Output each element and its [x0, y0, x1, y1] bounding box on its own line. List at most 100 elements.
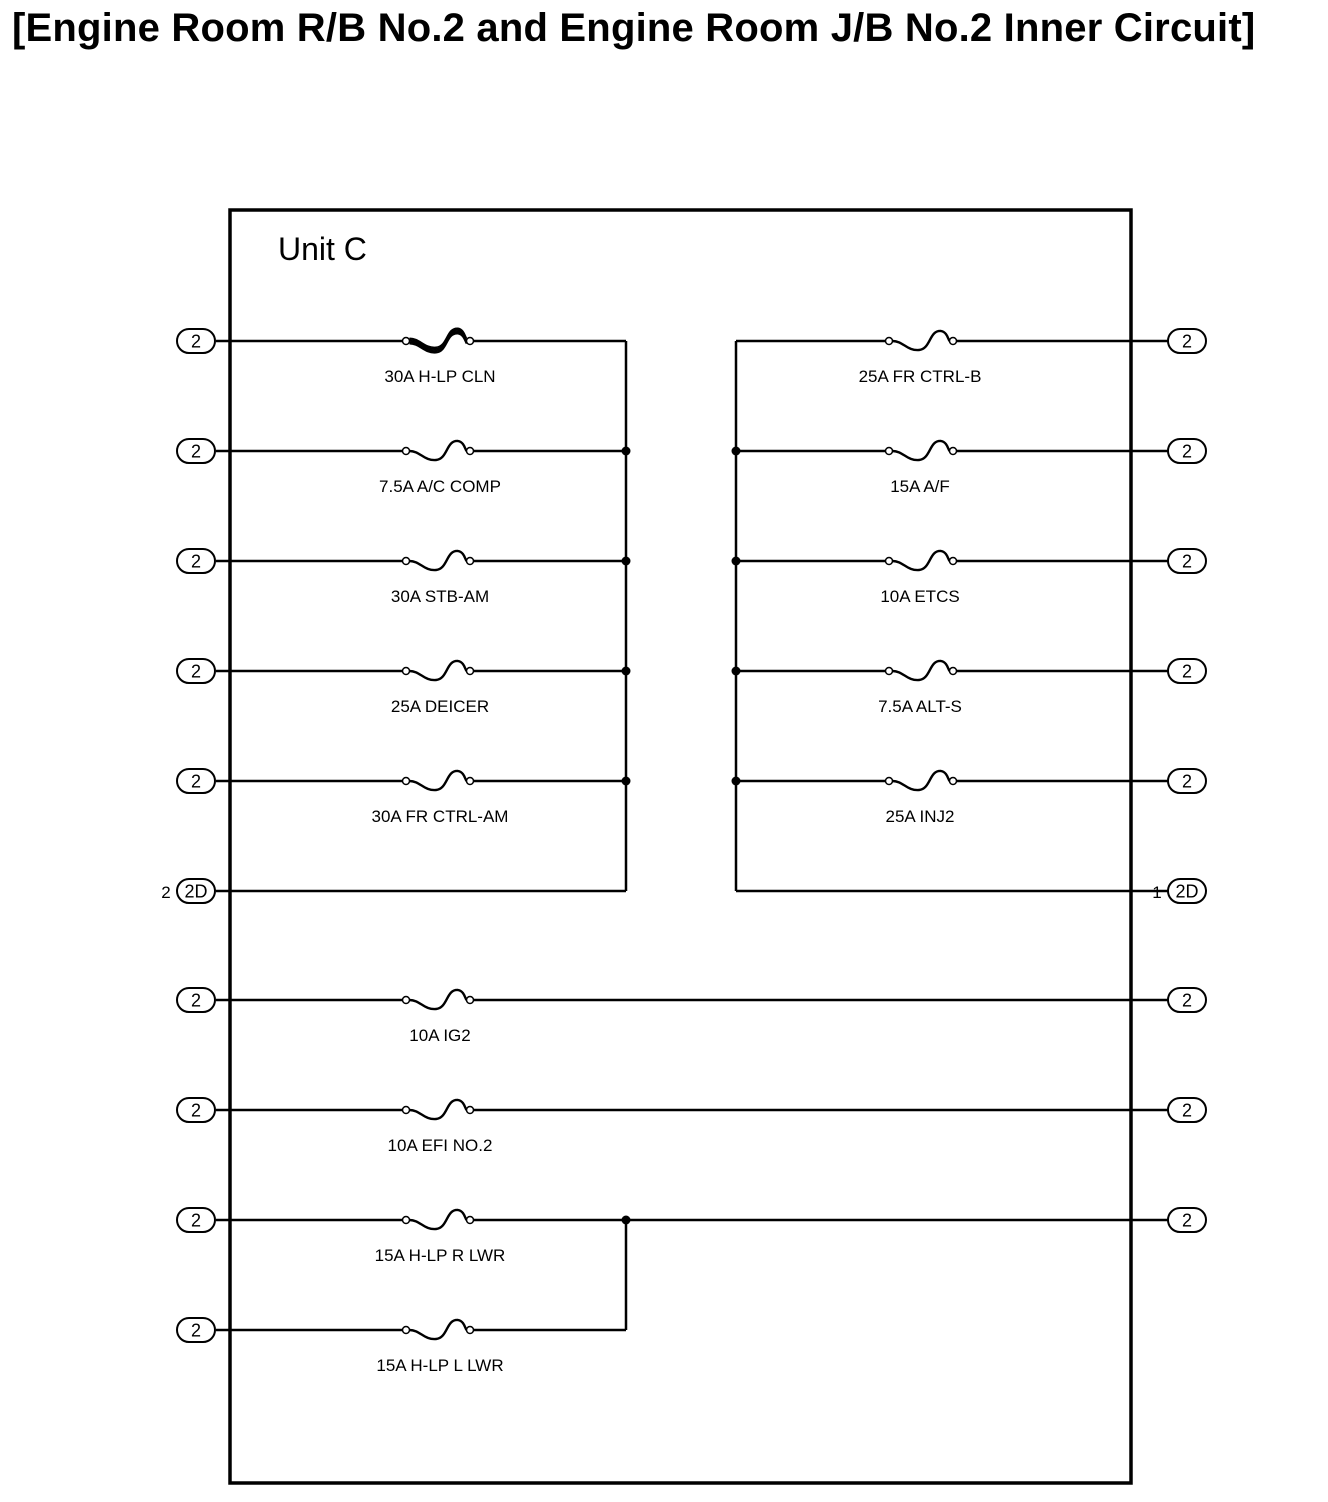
- fuse-element: [892, 769, 951, 792]
- connector-outline: [176, 1097, 216, 1123]
- junction-dot: [621, 666, 631, 676]
- fuse-terminal: [401, 666, 411, 676]
- fusible-link-strand: [409, 332, 468, 354]
- fuse-element: [892, 659, 951, 682]
- connector-label: 2: [1182, 991, 1192, 1011]
- junction-dot: [621, 776, 631, 786]
- fuse-symbol: [884, 439, 958, 462]
- fuse-element: [892, 329, 951, 352]
- connector-outline: [1167, 548, 1207, 574]
- fuse-terminal: [465, 776, 475, 786]
- fuse-element: [892, 439, 951, 462]
- connector-outline: [1167, 987, 1207, 1013]
- fuse-terminal: [401, 336, 411, 346]
- connector-outline: [1167, 1207, 1207, 1233]
- fuse-terminal: [884, 556, 894, 566]
- connector-outline: [1167, 878, 1207, 904]
- fuse-element: [409, 1098, 468, 1121]
- connector-right: 2: [1167, 658, 1207, 684]
- fuse-label-left: 30A H-LP CLN: [384, 367, 495, 386]
- fuse-terminal: [465, 666, 475, 676]
- fuse-terminal: [401, 776, 411, 786]
- connector-right: 2: [1167, 438, 1207, 464]
- connector-outline: [1167, 1097, 1207, 1123]
- connector-right: 2: [1167, 987, 1207, 1013]
- fuse-terminal: [465, 446, 475, 456]
- connector-pin-number: 1: [1152, 883, 1161, 902]
- fuse-terminal: [401, 446, 411, 456]
- fuse-terminal: [401, 556, 411, 566]
- fuse-terminal: [465, 336, 475, 346]
- connector-left: 2: [176, 1097, 216, 1123]
- connector-label: 2: [191, 1101, 201, 1121]
- fuse-terminal: [948, 446, 958, 456]
- connector-label: 2: [191, 1211, 201, 1231]
- fuse-element: [409, 549, 468, 572]
- connector-outline: [176, 548, 216, 574]
- connector-label: 2: [191, 662, 201, 682]
- fuse-symbol: [884, 659, 958, 682]
- fuse-label-bottom: 10A IG2: [409, 1026, 470, 1045]
- fuse-terminal: [465, 1105, 475, 1115]
- connector-label: 2: [191, 332, 201, 352]
- junction-dot: [621, 556, 631, 566]
- fuse-label-right: 25A FR CTRL-B: [859, 367, 982, 386]
- fuse-terminal: [948, 336, 958, 346]
- fuse-terminal: [465, 1215, 475, 1225]
- fuse-terminal: [465, 556, 475, 566]
- connector-label: 2: [1182, 552, 1192, 572]
- fuse-label-right: 15A A/F: [890, 477, 950, 496]
- fuse-terminal: [948, 666, 958, 676]
- connector-left: 2: [176, 987, 216, 1013]
- fuse-label-bottom: 10A EFI NO.2: [388, 1136, 493, 1155]
- junction-dot: [731, 776, 741, 786]
- connector-label: 2: [1182, 1101, 1192, 1121]
- fuse-terminal: [465, 1325, 475, 1335]
- junction-dot: [621, 446, 631, 456]
- junction-dot: [621, 1215, 631, 1225]
- junction-dot: [731, 556, 741, 566]
- fuse-terminal: [948, 776, 958, 786]
- connector-right: 2: [1167, 1097, 1207, 1123]
- fuse-label-right: 10A ETCS: [880, 587, 959, 606]
- fuse-label-left: 7.5A A/C COMP: [379, 477, 501, 496]
- junction-dot: [731, 446, 741, 456]
- junction-dot: [731, 666, 741, 676]
- unit-label: Unit C: [278, 231, 367, 267]
- connector-left: 2: [176, 438, 216, 464]
- connector-label: 2: [191, 442, 201, 462]
- connector-outline: [176, 1207, 216, 1233]
- fuse-symbol: [884, 549, 958, 572]
- fuse-element: [892, 549, 951, 572]
- connector-outline: [176, 438, 216, 464]
- connector-2d-left: 2D: [176, 878, 216, 904]
- connector-left: 2: [176, 328, 216, 354]
- fuse-symbol: [401, 1098, 475, 1121]
- fuse-element: [409, 659, 468, 682]
- fuse-symbol: [401, 1208, 475, 1231]
- fuse-terminal: [884, 666, 894, 676]
- connector-2d-right: 2D: [1167, 878, 1207, 904]
- fuse-terminal: [884, 446, 894, 456]
- connector-label: 2: [1182, 1211, 1192, 1231]
- fuse-terminal: [401, 1325, 411, 1335]
- connector-right: 2: [1167, 548, 1207, 574]
- fuse-terminal: [884, 336, 894, 346]
- fuse-label-right: 25A INJ2: [886, 807, 955, 826]
- connector-outline: [1167, 438, 1207, 464]
- connector-left: 2: [176, 548, 216, 574]
- fuse-terminal: [465, 995, 475, 1005]
- connector-label: 2: [1182, 442, 1192, 462]
- fuse-label-right: 7.5A ALT-S: [878, 697, 962, 716]
- fuse-symbol: [401, 659, 475, 682]
- fuse-element: [409, 769, 468, 792]
- fuse-label-bottom: 15A H-LP R LWR: [375, 1246, 506, 1265]
- fuse-element: [409, 439, 468, 462]
- fuse-symbol: [884, 769, 958, 792]
- connector-outline: [1167, 768, 1207, 794]
- connector-left: 2: [176, 1317, 216, 1343]
- fuse-symbol: [401, 988, 475, 1011]
- connector-label: 2: [1182, 772, 1192, 792]
- page-title: [Engine Room R/B No.2 and Engine Room J/…: [12, 6, 1256, 50]
- connector-left: 2: [176, 1207, 216, 1233]
